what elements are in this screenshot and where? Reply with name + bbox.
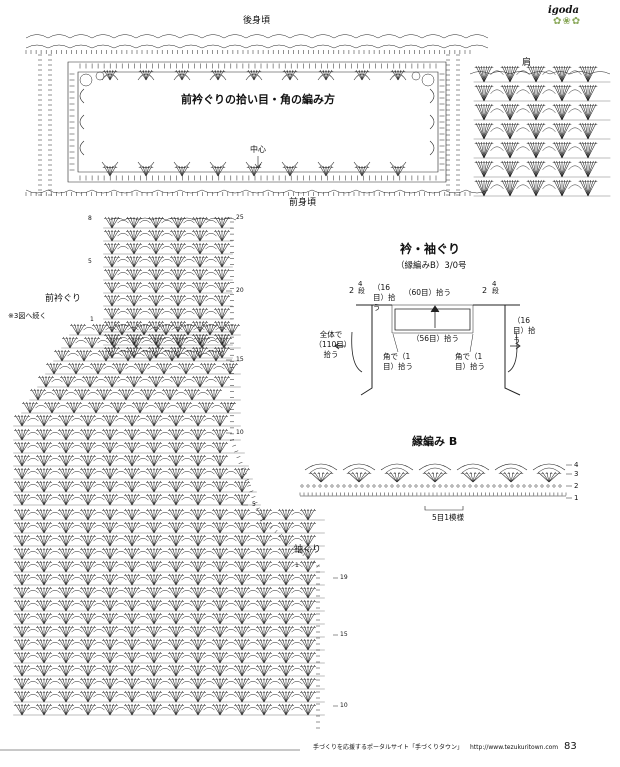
row-number: 19	[340, 574, 348, 581]
center-label: 中心	[250, 145, 266, 154]
total-pick: 全体で（110目）拾う	[314, 330, 348, 359]
row-number: 10	[340, 702, 348, 709]
schematic-title: 衿・袖ぐり	[400, 242, 461, 256]
brand-logo-text: igoda	[548, 5, 579, 16]
row-number: 8	[88, 215, 92, 222]
shoulder-label: 肩	[522, 58, 532, 68]
edge-row-number: 4	[574, 461, 579, 469]
edge-row-number: 2	[574, 482, 579, 490]
corner-pick-left: 角で（1目）拾う	[383, 352, 413, 371]
armhole-label: 袖ぐり	[294, 545, 322, 555]
corner-pick-right: 角で（1目）拾う	[455, 352, 485, 371]
front-neck-label: 前衿ぐり	[45, 294, 82, 304]
row-number: 10	[236, 429, 244, 436]
edge-row-number: 3	[574, 470, 579, 478]
neck-chart-title: 前衿ぐりの拾い目・角の編み方	[181, 93, 335, 106]
row-number: 5	[88, 258, 92, 265]
footer-text: 手づくりを応援するポータルサイト「手づくりタウン」	[313, 744, 464, 751]
row-number: 25	[236, 214, 244, 221]
continuation-note: ※3図へ続く	[8, 312, 47, 320]
row-number: 1	[90, 316, 94, 323]
row-number: 5	[252, 501, 256, 508]
row-number: 15	[236, 356, 244, 363]
row-number: 15	[340, 631, 348, 638]
row-number: 20	[236, 287, 244, 294]
page-number: 83	[564, 741, 577, 752]
row-number: 1	[295, 562, 299, 569]
pick-16-left: （16目）拾う	[373, 283, 396, 312]
edge-b-title: 縁編み B	[412, 435, 458, 448]
right-border-rows: 4 段	[492, 280, 499, 295]
pick-56: （56目）拾う	[412, 334, 460, 343]
edge-row-number: 1	[574, 494, 579, 502]
footer-url[interactable]: http://www.tezukuritown.com	[470, 744, 559, 751]
repeat-label: 5目1模様	[432, 513, 465, 522]
schematic-subtitle: （縁編みB）3/0号	[396, 261, 467, 271]
left-border-width: 2	[349, 286, 355, 295]
pick-60: （60目）拾う	[404, 288, 452, 297]
front-body-label: 前身頃	[289, 198, 317, 208]
back-body-label: 後身頃	[243, 16, 271, 26]
left-border-rows: 4 段	[358, 280, 365, 295]
flower-ornament-icon: ✿❀✿	[553, 16, 582, 27]
pick-16-right: （16目）拾う	[513, 316, 536, 345]
right-border-width: 2	[482, 286, 488, 295]
